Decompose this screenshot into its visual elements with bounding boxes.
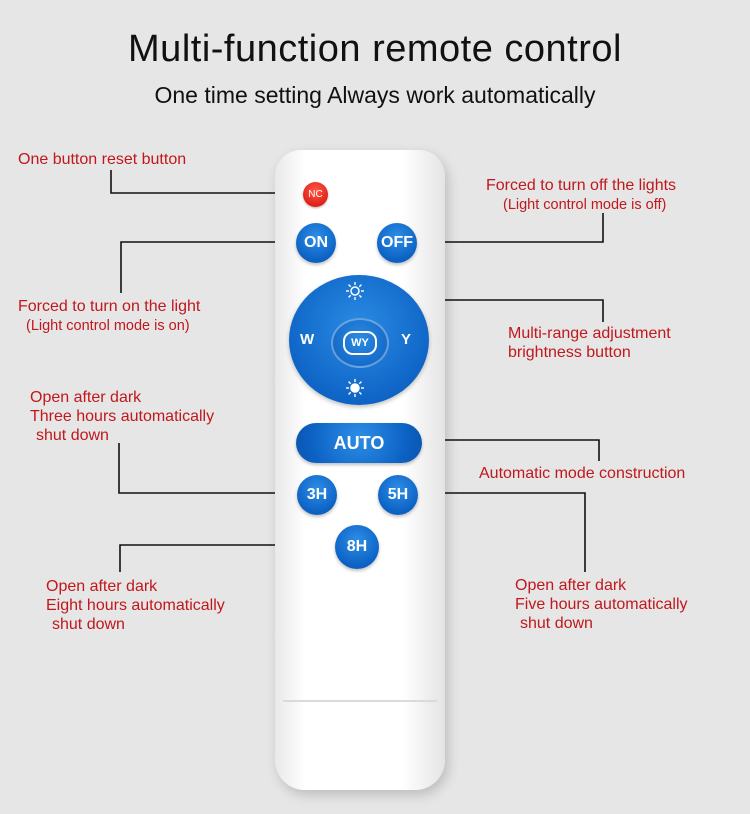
wy-button[interactable]: WY <box>331 318 389 368</box>
auto-button[interactable]: AUTO <box>296 423 422 463</box>
on-button[interactable]: ON <box>296 223 336 263</box>
callout-on-line1: Forced to turn on the light <box>18 298 201 315</box>
callout-5h-line2: Five hours automatically <box>515 596 688 613</box>
callout-8h-line3: shut down <box>52 616 125 633</box>
leader-reset <box>110 170 303 194</box>
page-subtitle: One time setting Always work automatical… <box>154 82 596 108</box>
y-button[interactable]: Y <box>401 331 412 348</box>
callout-3h-line2: Three hours automatically <box>30 408 215 425</box>
page-title: Multi-function remote control <box>128 28 622 70</box>
callout-off-line1: Forced to turn off the lights <box>486 177 677 194</box>
wy-label: WY <box>343 331 377 355</box>
leader-on <box>120 241 296 293</box>
leader-8h <box>119 544 333 572</box>
callout-brightness-line1: Multi-range adjustment <box>508 325 671 342</box>
brightness-up-icon[interactable] <box>345 281 365 301</box>
leader-5h <box>418 492 586 572</box>
callout-on-line2: (Light control mode is on) <box>26 318 190 334</box>
callout-brightness-line2: brightness button <box>508 344 631 361</box>
leader-auto <box>420 439 600 461</box>
leader-3h <box>118 443 298 494</box>
brightness-down-icon[interactable] <box>345 378 365 398</box>
callout-5h-line1: Open after dark <box>515 577 627 594</box>
leader-off <box>418 213 604 243</box>
callout-8h-line1: Open after dark <box>46 578 158 595</box>
reset-button[interactable]: NC <box>303 182 328 207</box>
callout-8h-line2: Eight hours automatically <box>46 597 225 614</box>
leader-brightness <box>369 299 604 322</box>
8h-button[interactable]: 8H <box>335 525 379 569</box>
callout-3h-line3: shut down <box>36 427 109 444</box>
callout-3h-line1: Open after dark <box>30 389 142 406</box>
off-button[interactable]: OFF <box>377 223 417 263</box>
callout-reset: One button reset button <box>18 151 187 168</box>
callout-5h-line3: shut down <box>520 615 593 632</box>
remote-seam <box>283 700 437 702</box>
3h-button[interactable]: 3H <box>297 475 337 515</box>
callout-auto: Automatic mode construction <box>479 465 686 482</box>
callout-off-line2: (Light control mode is off) <box>503 197 667 213</box>
w-button[interactable]: W <box>300 331 315 348</box>
5h-button[interactable]: 5H <box>378 475 418 515</box>
